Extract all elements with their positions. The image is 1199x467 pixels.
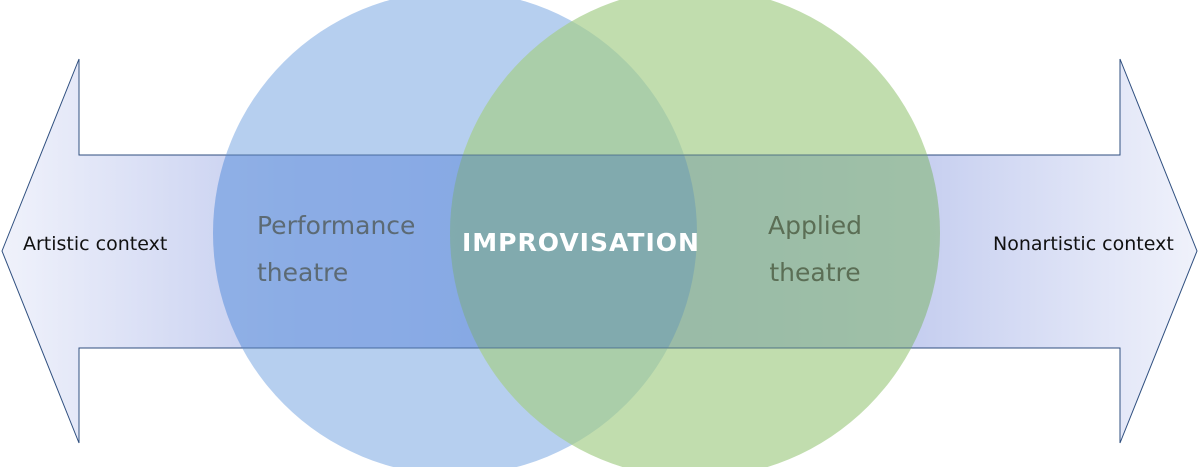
performance-theatre-label: Performance theatre bbox=[257, 202, 415, 296]
applied-theatre-circle bbox=[450, 0, 940, 467]
arrow-band-overlay bbox=[213, 155, 940, 348]
nonartistic-context-label: Nonartistic context bbox=[993, 233, 1174, 255]
performance-label-line2: theatre bbox=[257, 258, 349, 287]
applied-theatre-label: Applied theatre bbox=[768, 202, 862, 296]
arrow-outline bbox=[79, 154, 1120, 349]
artistic-context-label: Artistic context bbox=[23, 233, 168, 255]
applied-label-line2: theatre bbox=[769, 258, 861, 287]
performance-label-line1: Performance bbox=[257, 211, 416, 240]
improvisation-label: IMPROVISATION bbox=[462, 228, 700, 257]
applied-label-line1: Applied bbox=[768, 211, 862, 240]
